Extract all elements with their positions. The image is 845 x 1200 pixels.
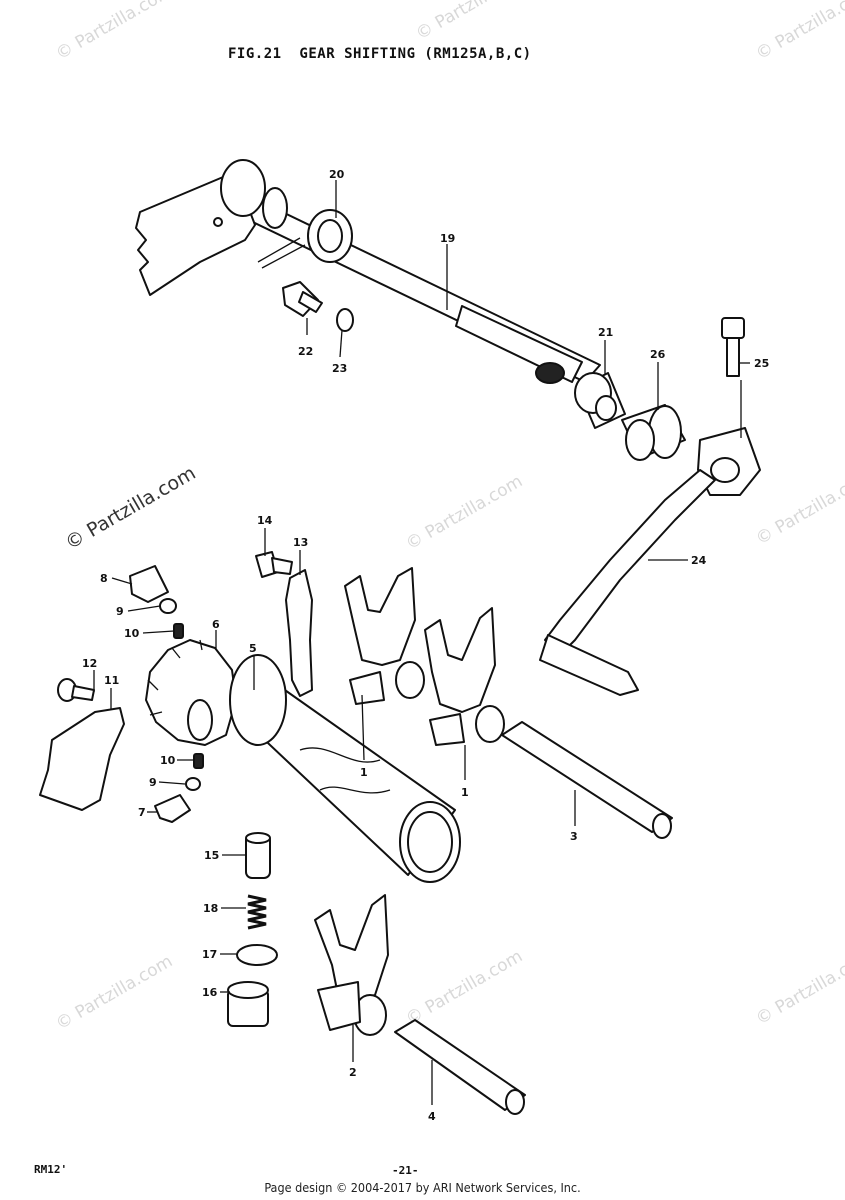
watermark-text: © Partzilla.com xyxy=(62,462,200,554)
stopper-7 xyxy=(154,794,191,823)
watermark-text: © Partzilla.com xyxy=(753,466,845,549)
watermark-text: © Partzilla.com xyxy=(753,946,845,1029)
shift-shaft-assembly xyxy=(135,159,601,384)
callout-13: 13 xyxy=(293,536,308,549)
page-code: RM12' xyxy=(34,1163,68,1176)
callout-9: 9 xyxy=(149,776,157,789)
callout-11: 11 xyxy=(104,674,119,687)
callout-18: 18 xyxy=(203,902,218,915)
watermark-text: © Partzilla.com xyxy=(403,946,527,1029)
callout-7: 7 xyxy=(138,806,146,819)
bushing-26 xyxy=(621,404,686,461)
stopper-plate-13 xyxy=(285,569,313,697)
callout-15: 15 xyxy=(204,849,219,862)
spring-10b xyxy=(193,753,204,769)
callout-12: 12 xyxy=(82,657,97,670)
oil-seal-21 xyxy=(574,372,626,429)
callout-24: 24 xyxy=(691,554,707,567)
spring-10 xyxy=(173,623,184,639)
callout-labels: 20 19 22 23 21 26 25 24 14 13 8 9 10 6 5… xyxy=(82,168,769,1123)
callout-17: 17 xyxy=(202,948,217,961)
plug-16 xyxy=(227,981,269,1027)
watermarks: © Partzilla.com © Partzilla.com © Partzi… xyxy=(53,0,845,1034)
callout-2: 2 xyxy=(349,1066,357,1079)
page-number: -21- xyxy=(392,1164,419,1177)
callout-10: 10 xyxy=(124,627,140,640)
callout-1: 1 xyxy=(461,786,469,799)
shift-fork-1a xyxy=(344,567,425,705)
callout-22: 22 xyxy=(298,345,313,358)
cam-stopper-6 xyxy=(145,639,237,746)
watermark-text: © Partzilla.com xyxy=(53,0,177,64)
callout-26: 26 xyxy=(650,348,666,361)
callout-19: 19 xyxy=(440,232,455,245)
spring-18 xyxy=(247,894,267,930)
screw-12 xyxy=(57,678,95,702)
leader-lines xyxy=(93,180,750,1105)
gasket-17 xyxy=(236,944,278,966)
watermark-text: © Partzilla.com xyxy=(753,0,845,64)
fork-shaft-3 xyxy=(501,721,673,839)
callout-21: 21 xyxy=(598,326,613,339)
callout-20: 20 xyxy=(329,168,345,181)
callout-4: 4 xyxy=(428,1110,436,1123)
pin-9 xyxy=(159,598,177,614)
pin-9b xyxy=(185,777,201,791)
callout-1: 1 xyxy=(360,766,368,779)
callout-14: 14 xyxy=(257,514,273,527)
watermark-text: © Partzilla.com xyxy=(403,471,527,554)
cam-stopper-plate-11 xyxy=(39,707,125,811)
figure-title: FIG.21 GEAR SHIFTING (RM125A,B,C) xyxy=(228,46,532,62)
footer-copyright: Page design © 2004-2017 by ARI Network S… xyxy=(264,1180,581,1195)
callout-5: 5 xyxy=(249,642,257,655)
stopper-8 xyxy=(129,565,169,603)
callout-10: 10 xyxy=(160,754,176,767)
pin-15 xyxy=(245,832,271,879)
callout-8: 8 xyxy=(100,572,108,585)
bolt-22 xyxy=(282,281,323,317)
screw-14 xyxy=(255,551,293,578)
callout-25: 25 xyxy=(754,357,769,370)
watermark-text: © Partzilla.com xyxy=(413,0,537,44)
shift-fork-2 xyxy=(314,894,389,1036)
callout-16: 16 xyxy=(202,986,218,999)
shift-fork-1b xyxy=(424,607,505,746)
callout-6: 6 xyxy=(212,618,220,631)
callout-9: 9 xyxy=(116,605,124,618)
fork-shaft-4 xyxy=(394,1019,526,1115)
washer-23 xyxy=(336,308,354,332)
watermark-text: © Partzilla.com xyxy=(53,951,177,1034)
callout-3: 3 xyxy=(570,830,578,843)
callout-23: 23 xyxy=(332,362,347,375)
bolt-25 xyxy=(721,317,745,377)
cam-drum-5 xyxy=(229,654,461,883)
shift-lever-24 xyxy=(539,427,761,696)
